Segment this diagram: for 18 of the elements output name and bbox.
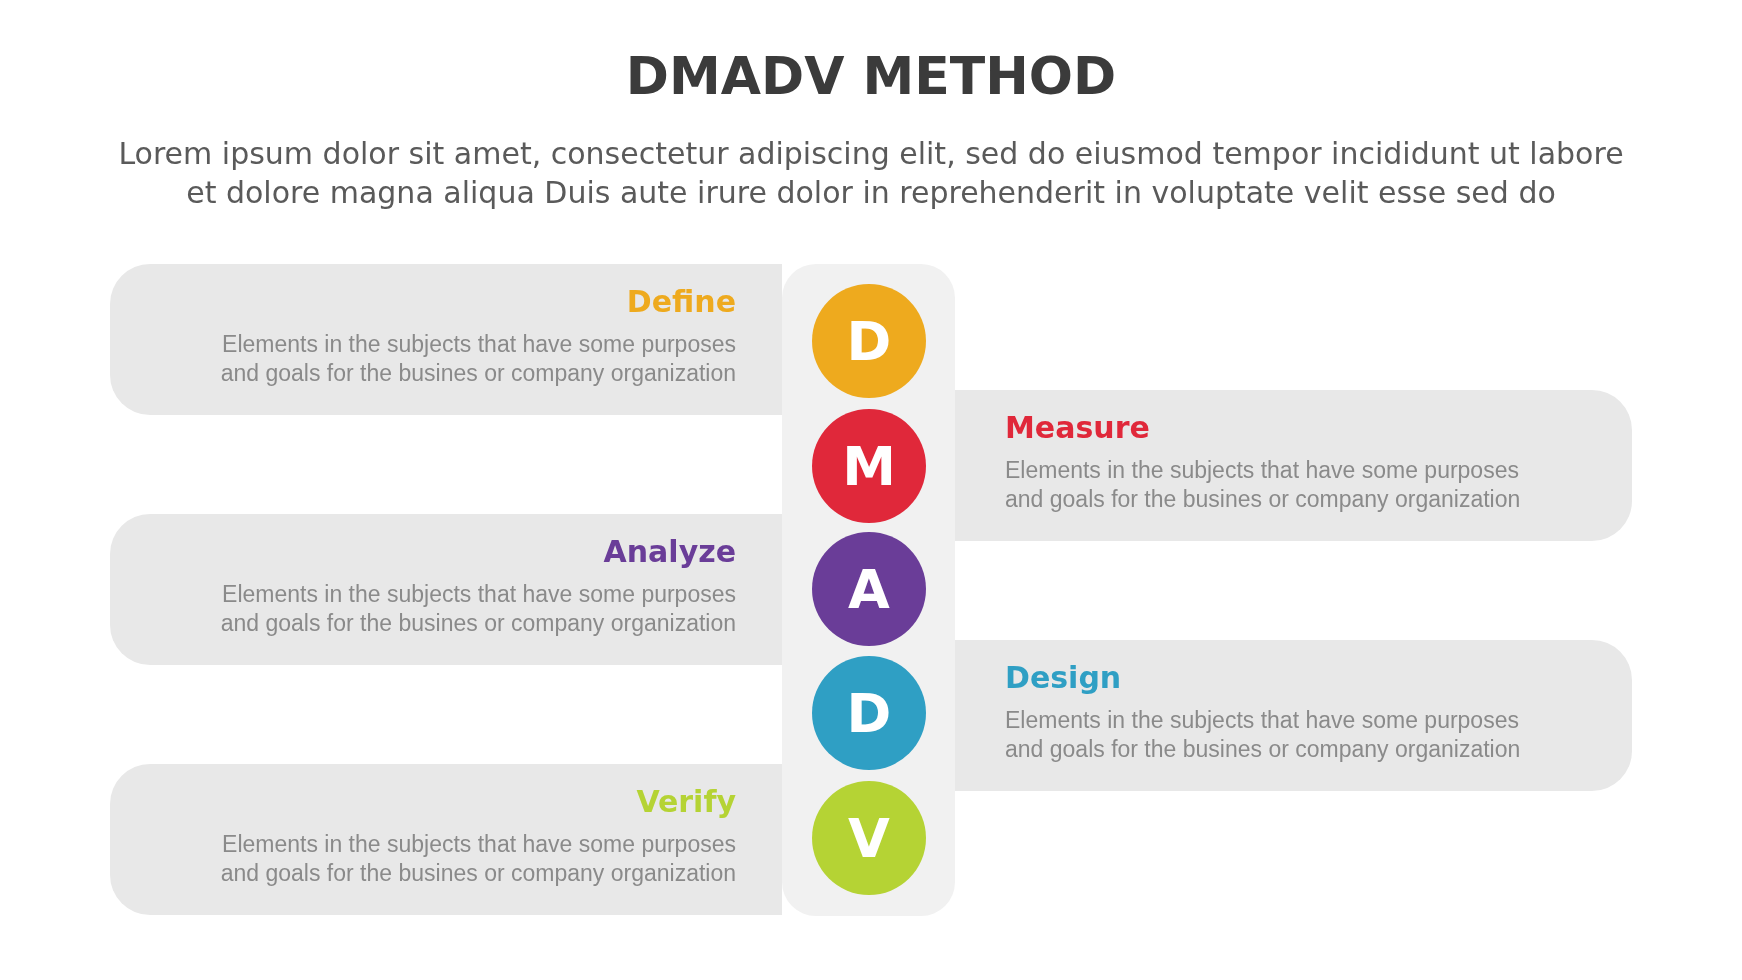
step-heading: Analyze bbox=[603, 534, 736, 569]
step-heading: Define bbox=[626, 284, 736, 319]
step-heading: Design bbox=[1005, 660, 1122, 695]
letter-circle: A bbox=[812, 532, 926, 646]
step-description: Elements in the subjects that have some purposes and goals for the busines or company organization bbox=[219, 830, 736, 888]
step-description: Elements in the subjects that have some purposes and goals for the busines or company organization bbox=[219, 580, 736, 638]
letter-circle: D bbox=[812, 656, 926, 770]
step-heading: Verify bbox=[636, 784, 736, 819]
step-description: Elements in the subjects that have some purposes and goals for the busines or company organization bbox=[1005, 706, 1522, 764]
step-description: Elements in the subjects that have some purposes and goals for the busines or company organization bbox=[1005, 456, 1522, 514]
step-heading: Measure bbox=[1005, 410, 1150, 445]
title: DMADV METHOD bbox=[624, 46, 1118, 106]
letter-circle: D bbox=[812, 284, 926, 398]
subtitle: Lorem ipsum dolor sit amet, consectetur adipiscing elit, sed do eiusmod tempor incididunt ut labore et dolore magna aliqua Duis aute irure dolor in reprehenderit in voluptate velit esse sed do bbox=[117, 135, 1625, 212]
column-band bbox=[782, 264, 955, 916]
step-description: Elements in the subjects that have some purposes and goals for the busines or company organization bbox=[219, 330, 736, 388]
letter-circle: V bbox=[812, 781, 926, 895]
letter-circle: M bbox=[812, 409, 926, 523]
